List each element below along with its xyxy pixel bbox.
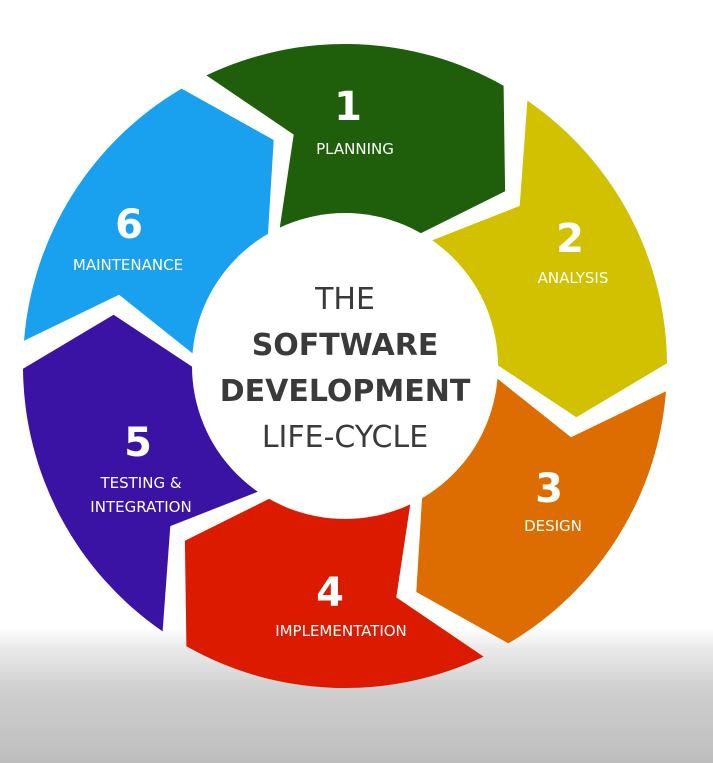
center-hub: [192, 213, 498, 519]
center-title-line-4: LIFE-CYCLE: [262, 420, 428, 455]
stage-1-planning-segment: [206, 43, 506, 234]
stage-2-label: ANALYSIS: [538, 269, 609, 287]
stage-5-testing-integration-segment: [23, 314, 259, 632]
stage-3-label: DESIGN: [524, 517, 582, 535]
stage-2-number: 2: [556, 216, 584, 262]
stage-6-number: 6: [115, 202, 143, 248]
stage-4-label: IMPLEMENTATION: [275, 622, 407, 640]
stage-5-label-line1: TESTING &: [99, 474, 181, 492]
stage-4-number: 4: [316, 570, 344, 616]
stage-4-implementation-segment: [184, 498, 484, 689]
stage-1-label: PLANNING: [316, 140, 394, 158]
stage-1-number: 1: [334, 84, 362, 130]
stage-3-design-segment: [416, 377, 666, 644]
stage-3-number: 3: [535, 466, 563, 512]
stage-5-number: 5: [124, 420, 152, 466]
stage-2-analysis-segment: [431, 100, 667, 418]
stage-6-maintenance-segment: [24, 88, 274, 355]
stage-6-label: MAINTENANCE: [73, 256, 183, 274]
center-title-line-3: DEVELOPMENT: [220, 374, 471, 409]
stage-5-label-line2: INTEGRATION: [90, 498, 191, 516]
center-title-line-2: SOFTWARE: [252, 328, 439, 363]
center-title-line-1: THE: [314, 282, 375, 317]
